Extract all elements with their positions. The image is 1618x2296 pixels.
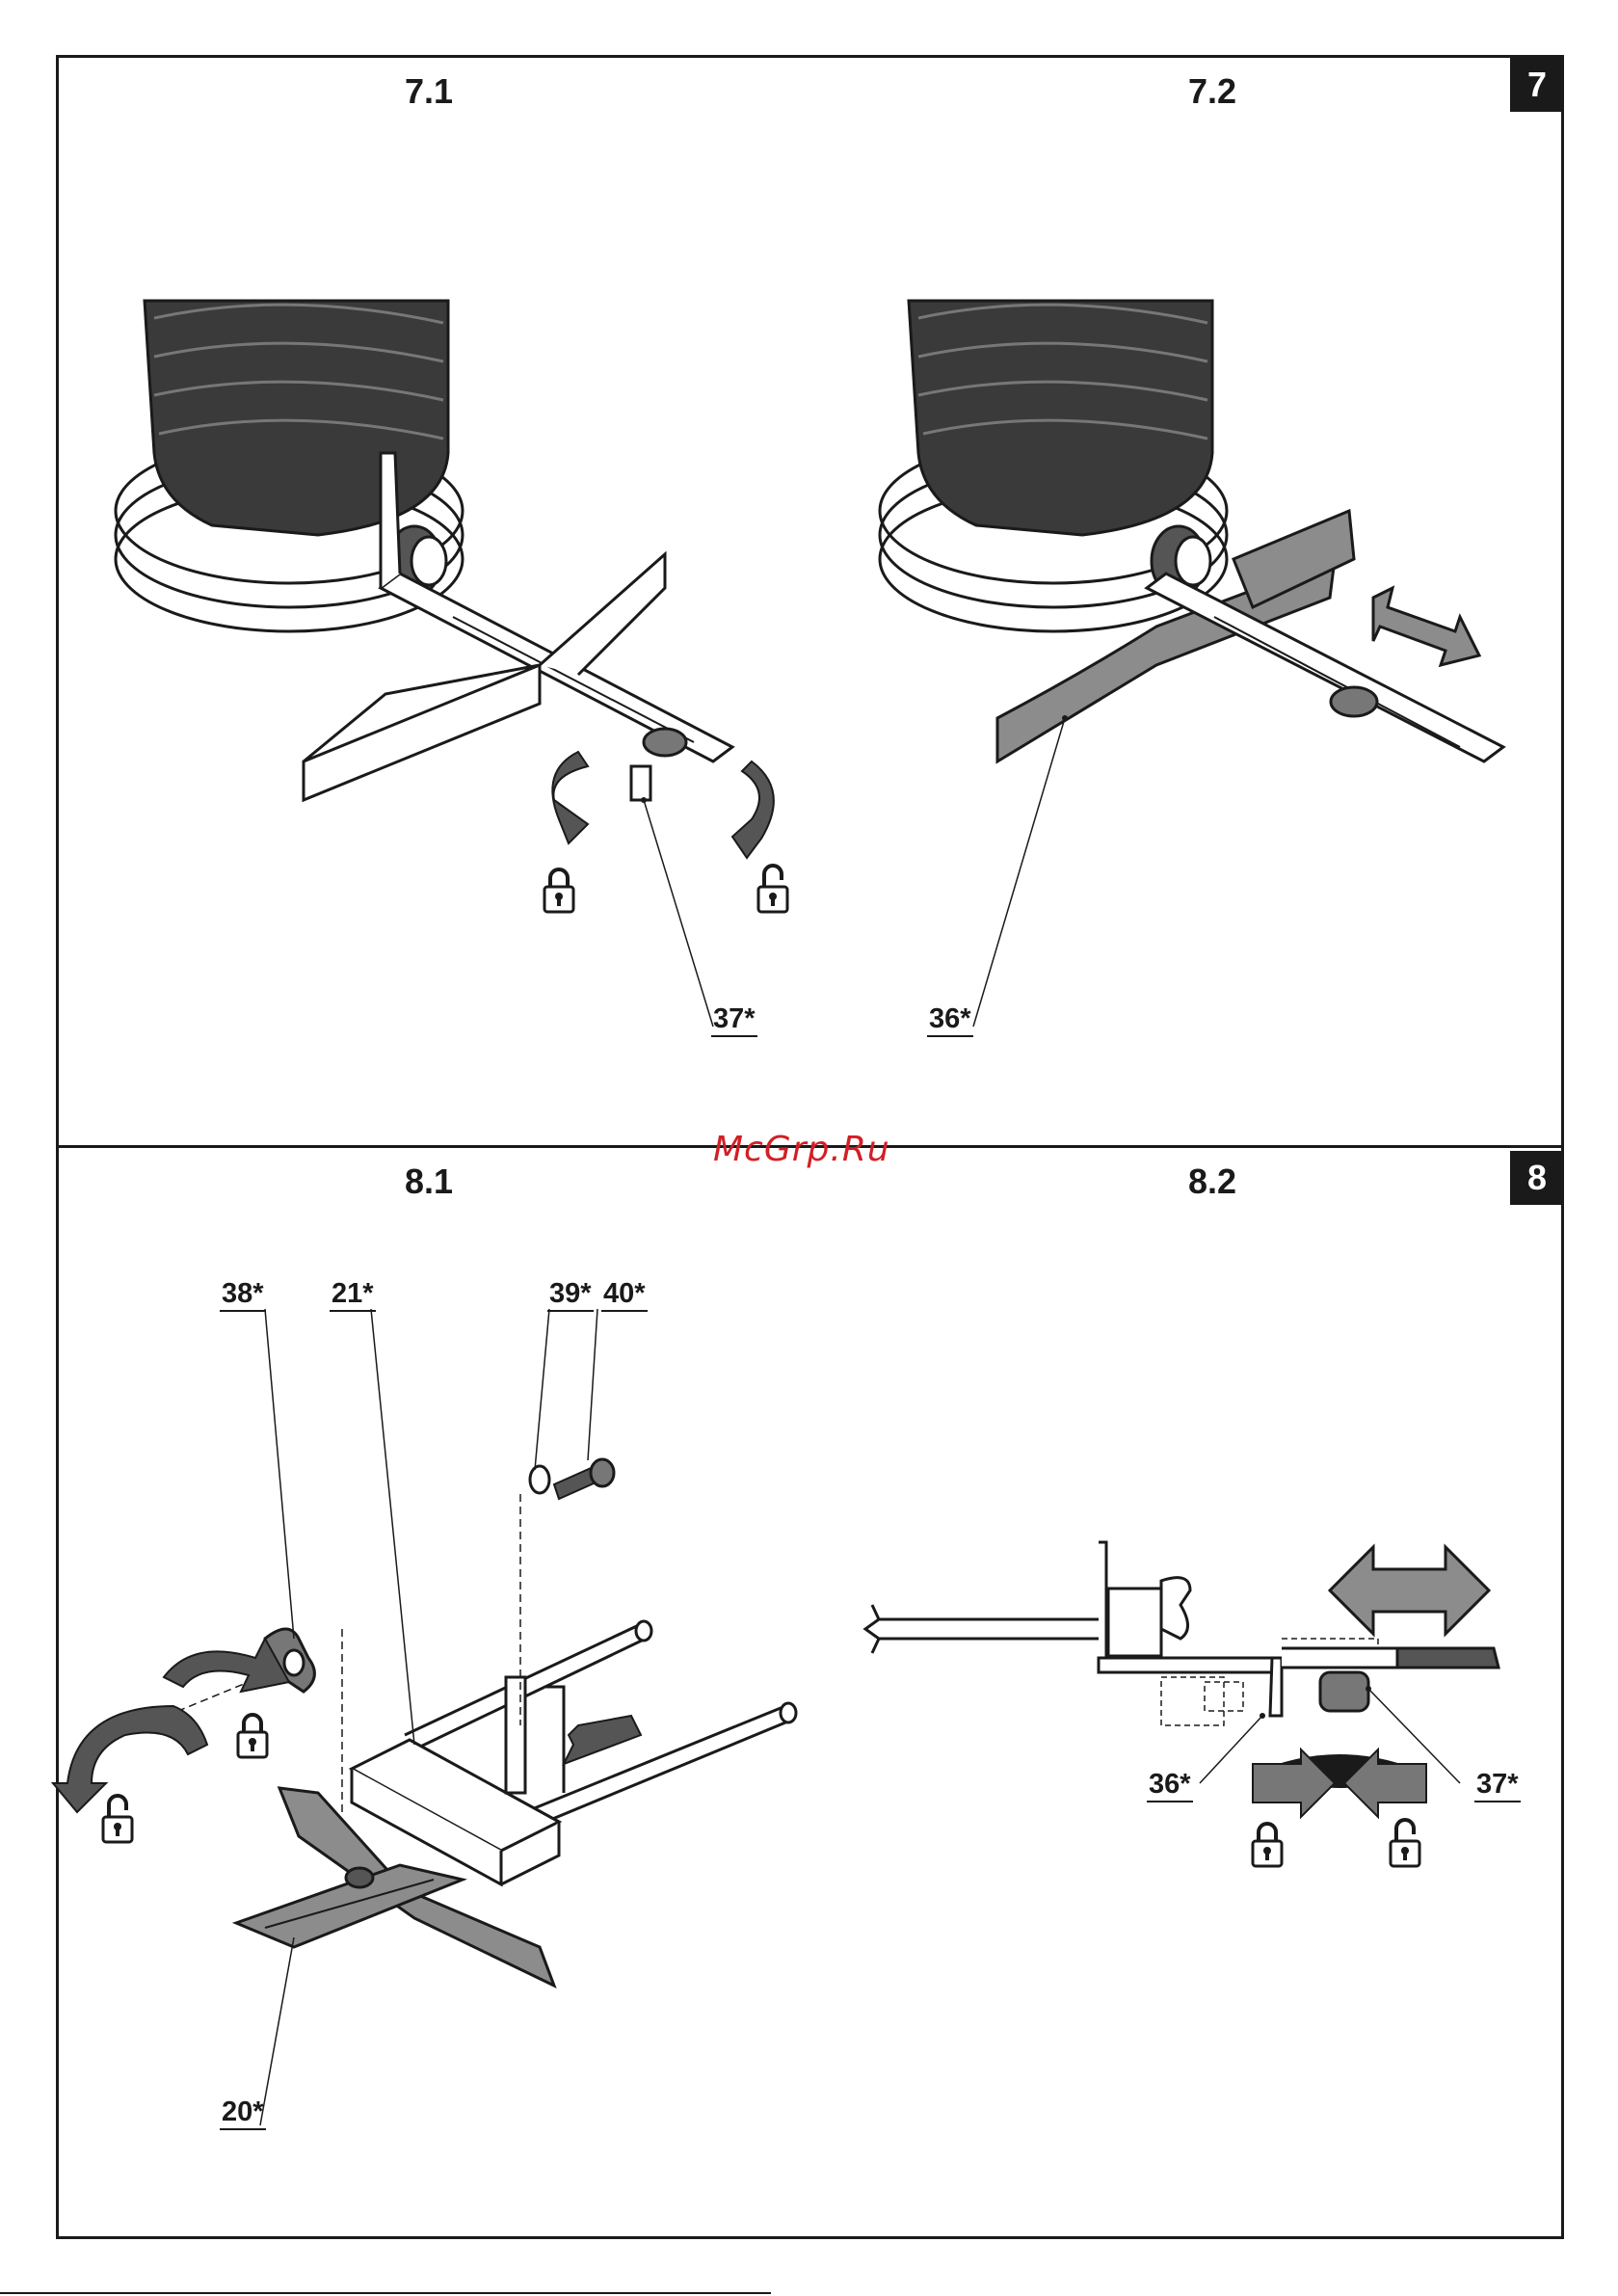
callout-37-panel-8-2: 37*: [1474, 1770, 1521, 1802]
lock-icon: [544, 869, 573, 912]
callout-36-panel-8-2: 36*: [1147, 1770, 1193, 1802]
insert-arrow-icon: [564, 1716, 641, 1764]
unlock-icon: [103, 1796, 132, 1842]
callout-20-panel-8-1: 20*: [220, 2097, 266, 2130]
callout-37-panel-7-1: 37*: [711, 1004, 757, 1037]
callout-36-panel-7-2: 36*: [927, 1004, 973, 1037]
callout-21-panel-8-1: 21*: [330, 1279, 376, 1312]
callout-38-panel-8-1: 38*: [220, 1279, 266, 1312]
lock-icon: [238, 1715, 267, 1757]
unlock-icon: [1391, 1820, 1419, 1866]
side-view-illustration-8-2: [865, 1542, 1499, 1866]
router-illustration-7-1: [116, 301, 787, 1027]
double-arrow-icon: [1373, 588, 1479, 665]
rotate-arrow-icon: [552, 752, 588, 843]
double-arrow-icon: [1330, 1547, 1489, 1634]
parallel-guide-illustration-8-1: [53, 1309, 796, 2125]
rotate-arrow-icon: [164, 1639, 289, 1692]
unlock-icon: [758, 866, 787, 912]
router-illustration-7-2: [880, 301, 1503, 1027]
lock-icon: [1253, 1824, 1282, 1866]
rotate-arrow-icon: [732, 761, 774, 858]
callout-39-panel-8-1: 39*: [547, 1279, 594, 1312]
callout-40-panel-8-1: 40*: [601, 1279, 648, 1312]
bottom-rule: [0, 2292, 771, 2294]
rotate-arrow-icon: [53, 1706, 207, 1812]
